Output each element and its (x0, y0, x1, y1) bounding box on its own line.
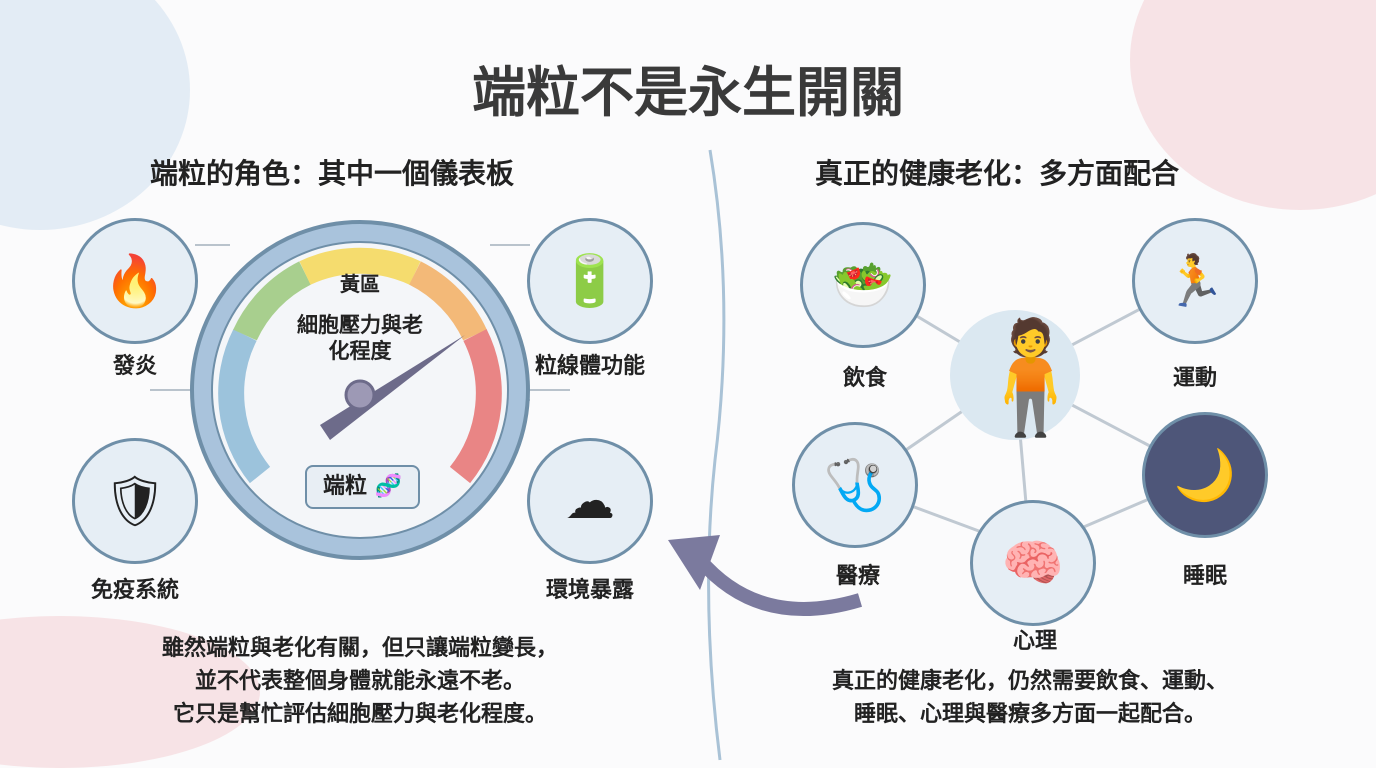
left-heading: 端粒的角色：其中一個儀表板 (150, 157, 515, 190)
moon-icon: 🌙 (1173, 445, 1237, 504)
inflammation-gauge: 🔥 (72, 218, 198, 344)
sleep-label: 睡眠 (1182, 564, 1227, 589)
gauge-needle (320, 335, 465, 440)
mind-circle: 🧠 (970, 500, 1096, 626)
brain-icon: 🧠 (1001, 533, 1065, 592)
sleep-circle: 🌙 (1142, 412, 1268, 538)
person-circle (950, 310, 1080, 440)
immune-gauge: 🛡 (72, 438, 198, 564)
right-paragraph: 真正的健康老化，仍然需要飲食、運動、 睡眠、心理與醫療多方面一起配合。 (831, 669, 1228, 727)
exercise-label: 運動 (1172, 366, 1217, 391)
needle-hub (344, 379, 376, 411)
medical-label: 醫療 (835, 564, 880, 589)
dna-icon: 🧬 (374, 474, 403, 499)
environment-label: 環境暴露 (545, 578, 634, 603)
fire-icon: 🔥 (103, 251, 167, 310)
diet-label: 飲食 (842, 366, 887, 391)
arrow (694, 555, 863, 616)
stethoscope-icon: 🩺 (823, 455, 887, 514)
person-icon: 🧍 (962, 313, 1068, 441)
telomere-badge: 端粒 🧬 (305, 465, 420, 509)
exercise-circle: 🏃 (1132, 218, 1258, 344)
page-title: 端粒不是永生開關 (472, 61, 904, 124)
gauge-center-label: 細胞壓力與老化程度 (297, 313, 423, 363)
immune-label: 免疫系統 (90, 578, 179, 603)
battery-icon: 🔋 (558, 251, 622, 310)
shield-icon: 🛡 (103, 471, 167, 530)
arrow-head (668, 535, 720, 590)
cloud-icon: ☁ (565, 472, 615, 530)
inflammation-label: 發炎 (112, 354, 157, 379)
food-icon: 🥗 (831, 255, 895, 314)
zone-label: 黃區 (340, 272, 380, 296)
right-heading: 真正的健康老化：多方面配合 (815, 157, 1180, 190)
running-icon: 🏃 (1163, 251, 1227, 310)
diet-circle: 🥗 (800, 222, 926, 348)
main-gauge (190, 220, 530, 560)
medical-circle: 🩺 (792, 422, 918, 548)
mitochondria-gauge: 🔋 (527, 218, 653, 344)
mind-label: 心理 (1012, 629, 1057, 654)
environment-gauge: ☁ (527, 438, 653, 564)
left-paragraph: 雖然端粒與老化有關，但只讓端粒變長， 並不代表整個身體就能永遠不老。 它只是幫忙… (161, 636, 558, 727)
mitochondria-label: 粒線體功能 (534, 354, 645, 379)
